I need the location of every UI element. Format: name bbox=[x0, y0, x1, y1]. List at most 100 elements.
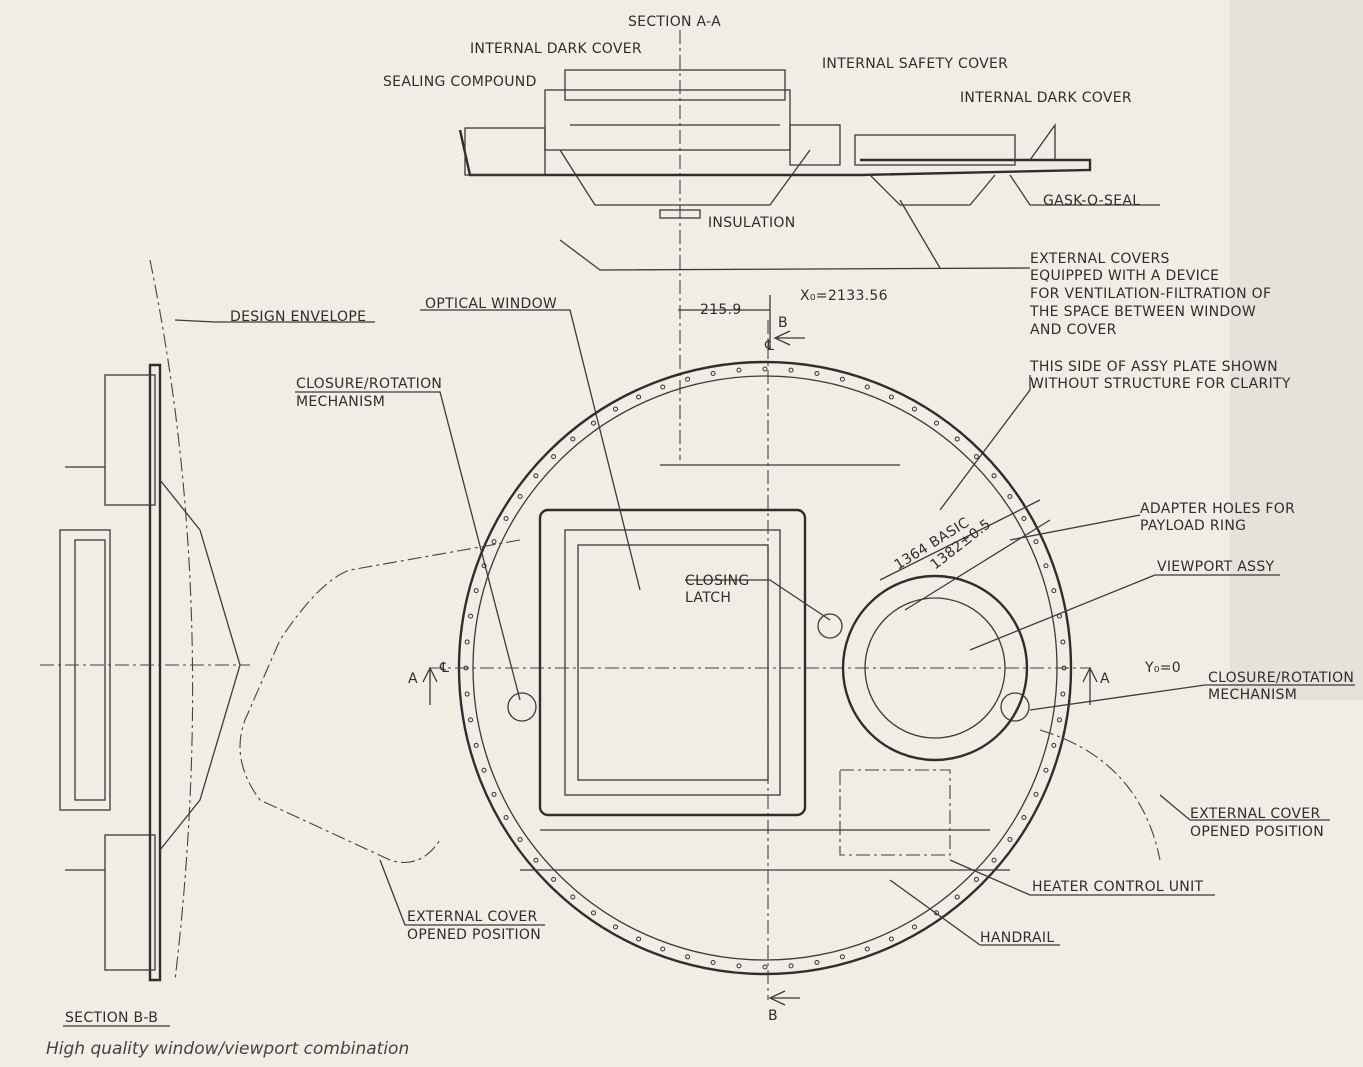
label-insulation: INSULATION bbox=[708, 215, 796, 231]
label-closing-latch: LATCH bbox=[685, 590, 731, 606]
bolt-hole bbox=[660, 384, 666, 390]
bolt-hole bbox=[1043, 563, 1049, 569]
bolt-hole bbox=[839, 954, 845, 960]
section-aa-drawing bbox=[458, 30, 1092, 460]
external-covers-title: EXTERNAL COVERS bbox=[1030, 251, 1170, 267]
label-sealing-compound: SEALING COMPOUND bbox=[383, 74, 537, 90]
bolt-hole bbox=[464, 691, 470, 697]
bolt-hole bbox=[1051, 742, 1057, 748]
bolt-hole bbox=[1033, 791, 1039, 797]
bolt-hole bbox=[991, 857, 997, 863]
external-covers-line: AND COVER bbox=[1030, 322, 1117, 338]
external-covers-line: FOR VENTILATION-FILTRATION OF bbox=[1030, 286, 1271, 302]
bolt-hole bbox=[464, 639, 470, 645]
dimension-x0: X₀=2133.56 bbox=[800, 288, 888, 304]
bolt-hole bbox=[685, 376, 691, 382]
bolt-hole bbox=[591, 420, 597, 426]
bolt-hole bbox=[481, 767, 487, 773]
figure-caption: High quality window/viewport combination bbox=[46, 1039, 409, 1059]
bolt-hole bbox=[973, 454, 979, 460]
label-optical-window: OPTICAL WINDOW bbox=[425, 296, 557, 312]
bolt-hole bbox=[933, 420, 939, 426]
bolt-hole bbox=[1060, 639, 1066, 645]
dimension-215: 215.9 bbox=[700, 302, 742, 318]
bolt-hole bbox=[613, 924, 618, 930]
bolt-hole bbox=[533, 857, 539, 863]
bolt-hole bbox=[503, 815, 509, 820]
bolt-hole bbox=[1043, 767, 1049, 773]
plan-view-drawing bbox=[174, 174, 1355, 1006]
label-adapter-holes: PAYLOAD RING bbox=[1140, 518, 1246, 534]
external-covers-line: EQUIPPED WITH A DEVICE bbox=[1030, 268, 1219, 284]
bolt-hole bbox=[710, 959, 716, 965]
section-bb-drawing bbox=[40, 259, 250, 982]
label-handrail: HANDRAIL bbox=[980, 930, 1054, 946]
label-internal-dark-cover-1: INTERNAL DARK COVER bbox=[470, 41, 642, 57]
bolt-hole bbox=[1021, 815, 1027, 820]
bolt-hole bbox=[710, 371, 716, 377]
background-ghost bbox=[1230, 0, 1363, 700]
bolt-hole bbox=[491, 791, 497, 797]
external-covers-line: THE SPACE BETWEEN WINDOW bbox=[1029, 304, 1256, 320]
centerline-symbol: ℄ bbox=[764, 338, 774, 354]
label-design-envelope: DESIGN ENVELOPE bbox=[230, 309, 366, 325]
bolt-hole bbox=[954, 894, 960, 900]
label-internal-safety-cover: INTERNAL SAFETY COVER bbox=[822, 56, 1008, 72]
label-closure-rotation-right: MECHANISM bbox=[1208, 687, 1297, 703]
bolt-hole bbox=[1060, 691, 1066, 697]
section-marker-b-top: B bbox=[778, 315, 788, 331]
bolt-hole bbox=[473, 742, 479, 748]
bolt-hole bbox=[814, 959, 820, 965]
bolt-hole bbox=[636, 394, 642, 400]
bolt-hole bbox=[1061, 665, 1067, 671]
label-viewport-assy: VIEWPORT ASSY bbox=[1157, 559, 1275, 575]
bolt-hole bbox=[864, 946, 870, 952]
label-closing-latch: CLOSING bbox=[685, 573, 750, 589]
bolt-hole bbox=[1051, 588, 1057, 594]
bolt-hole bbox=[636, 936, 642, 942]
bolt-hole bbox=[570, 894, 576, 900]
bolt-hole bbox=[463, 665, 469, 671]
bolt-hole bbox=[973, 876, 979, 882]
bolt-hole bbox=[888, 394, 894, 400]
bolt-hole bbox=[551, 876, 557, 882]
assy-plate-note-line: THIS SIDE OF ASSY PLATE SHOWN bbox=[1029, 359, 1278, 375]
section-marker-b-bottom: B bbox=[768, 1008, 778, 1024]
bolt-hole bbox=[1007, 494, 1013, 500]
bolt-hole bbox=[814, 371, 820, 377]
bolt-hole bbox=[685, 954, 691, 960]
bolt-hole bbox=[517, 836, 523, 842]
bolt-hole bbox=[551, 454, 557, 460]
bolt-hole bbox=[473, 588, 479, 594]
bolt-hole bbox=[1007, 836, 1013, 842]
bolt-hole bbox=[954, 436, 960, 442]
bolt-hole bbox=[888, 936, 894, 942]
bolt-hole bbox=[570, 436, 576, 442]
label-gask-o-seal: GASK-O-SEAL bbox=[1043, 193, 1140, 209]
bolt-hole bbox=[788, 963, 794, 969]
label-adapter-holes: ADAPTER HOLES FOR bbox=[1140, 501, 1295, 517]
bolt-hole bbox=[991, 473, 997, 479]
centerline-symbol: ℄ bbox=[439, 660, 449, 676]
section-marker-a-right: A bbox=[1100, 671, 1110, 687]
label-closure-rotation-right: CLOSURE/ROTATION bbox=[1208, 670, 1354, 686]
bolt-hole bbox=[762, 964, 768, 970]
label-y0: Y₀=0 bbox=[1144, 660, 1181, 676]
bolt-hole bbox=[533, 473, 539, 479]
bolt-hole bbox=[660, 946, 666, 952]
section-marker-a-left: A bbox=[408, 671, 418, 687]
bolt-hole bbox=[788, 367, 794, 373]
bolt-hole bbox=[1021, 516, 1027, 521]
bolt-hole bbox=[613, 406, 618, 412]
bolt-hole bbox=[762, 366, 768, 372]
bolt-hole bbox=[468, 717, 474, 723]
label-external-cover-right: OPENED POSITION bbox=[1190, 824, 1324, 840]
label-external-cover-right: EXTERNAL COVER bbox=[1190, 806, 1321, 822]
assy-plate-note-line: WITHOUT STRUCTURE FOR CLARITY bbox=[1030, 376, 1291, 392]
label-external-cover-left: OPENED POSITION bbox=[407, 927, 541, 943]
bolt-hole bbox=[1033, 539, 1039, 545]
label-internal-dark-cover-2: INTERNAL DARK COVER bbox=[960, 90, 1132, 106]
bolt-hole bbox=[933, 910, 939, 916]
label-closure-rotation-left: MECHANISM bbox=[296, 394, 385, 410]
